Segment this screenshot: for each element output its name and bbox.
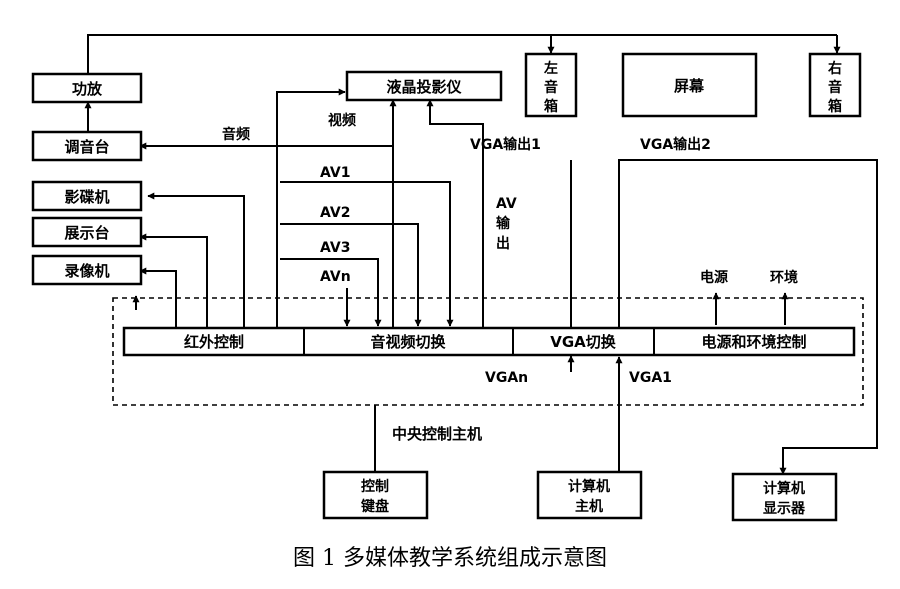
svg-text:屏幕: 屏幕 — [674, 77, 705, 95]
av-switch-module: 音视频切换 — [370, 333, 446, 351]
svg-text:AV: AV — [496, 196, 517, 212]
vga1-label: VGA1 — [629, 370, 672, 386]
keyboard-box: 控制 键盘 — [322, 470, 429, 520]
svg-text:左: 左 — [543, 60, 558, 77]
lcd-projector-box: 液晶投影仪 — [345, 70, 503, 102]
line-ir-to-vcr — [139, 267, 177, 328]
line-av3-input — [280, 258, 382, 327]
line-av2-input — [280, 223, 422, 327]
svg-text:显示器: 显示器 — [763, 501, 806, 517]
svg-text:计算机: 计算机 — [568, 478, 610, 495]
svg-text:计算机: 计算机 — [763, 480, 805, 497]
computer-monitor-box: 计算机 显示器 — [731, 472, 838, 522]
ir-control-module: 红外控制 — [184, 333, 244, 351]
av2-label: AV2 — [320, 205, 350, 221]
vga-out-2-label: VGA输出2 — [640, 136, 711, 153]
video-label: 视频 — [328, 112, 356, 129]
figure-caption: 图 1 多媒体教学系统组成示意图 — [293, 546, 607, 571]
central-host-label: 中央控制主机 — [392, 425, 482, 443]
central-control-host-boundary — [112, 297, 864, 406]
vga-out-1-label: VGA输出1 — [470, 136, 541, 153]
line-ir-to-document-camera — [139, 233, 208, 328]
svg-text:音: 音 — [828, 79, 842, 96]
line-vga-out-2 — [618, 159, 878, 475]
screen-box: 屏幕 — [621, 52, 758, 118]
vgan-label: VGAn — [485, 370, 528, 386]
document-camera-box: 展示台 — [31, 216, 143, 248]
audio-label: 音频 — [222, 126, 250, 143]
av1-label: AV1 — [320, 165, 350, 181]
svg-text:液晶投影仪: 液晶投影仪 — [386, 78, 462, 96]
control-modules-row: 红外控制 音视频切换 VGA切换 电源和环境控制 — [122, 326, 856, 357]
svg-text:输: 输 — [496, 215, 511, 232]
disc-player-box: 影碟机 — [31, 180, 143, 212]
svg-text:控制: 控制 — [361, 478, 389, 495]
amplifier-box: 功放 — [31, 72, 143, 104]
svg-text:展示台: 展示台 — [64, 224, 109, 242]
power-env-control-module: 电源和环境控制 — [701, 333, 806, 351]
line-av-output-to-projector — [426, 99, 484, 328]
left-speaker-box: 左 音 箱 — [524, 52, 578, 118]
connections — [84, 34, 878, 475]
svg-text:箱: 箱 — [828, 98, 842, 115]
av3-label: AV3 — [320, 240, 350, 256]
line-ir-to-projector — [276, 88, 346, 328]
avn-label: AVn — [320, 269, 351, 285]
av-output-label: AV 输 出 — [496, 196, 517, 252]
svg-text:出: 出 — [496, 235, 510, 252]
svg-text:主机: 主机 — [575, 498, 603, 515]
svg-text:键盘: 键盘 — [360, 498, 389, 515]
svg-text:右: 右 — [827, 60, 842, 77]
line-bus-to-amplifier — [87, 34, 837, 73]
line-av1-input — [280, 181, 454, 327]
svg-text:调音台: 调音台 — [64, 138, 109, 156]
line-ir-to-disc-player — [147, 192, 245, 328]
power-label: 电源 — [700, 269, 728, 286]
vcr-box: 录像机 — [31, 254, 143, 286]
svg-text:功放: 功放 — [72, 80, 103, 98]
mixer-box: 调音台 — [31, 130, 143, 162]
svg-text:录像机: 录像机 — [64, 262, 109, 280]
vga-switch-module: VGA切换 — [550, 333, 617, 351]
svg-text:音: 音 — [544, 79, 558, 96]
svg-text:箱: 箱 — [544, 98, 558, 115]
environment-label: 环境 — [770, 269, 798, 286]
computer-host-box: 计算机 主机 — [536, 470, 643, 520]
right-speaker-box: 右 音 箱 — [808, 52, 862, 118]
svg-text:影碟机: 影碟机 — [64, 188, 109, 206]
